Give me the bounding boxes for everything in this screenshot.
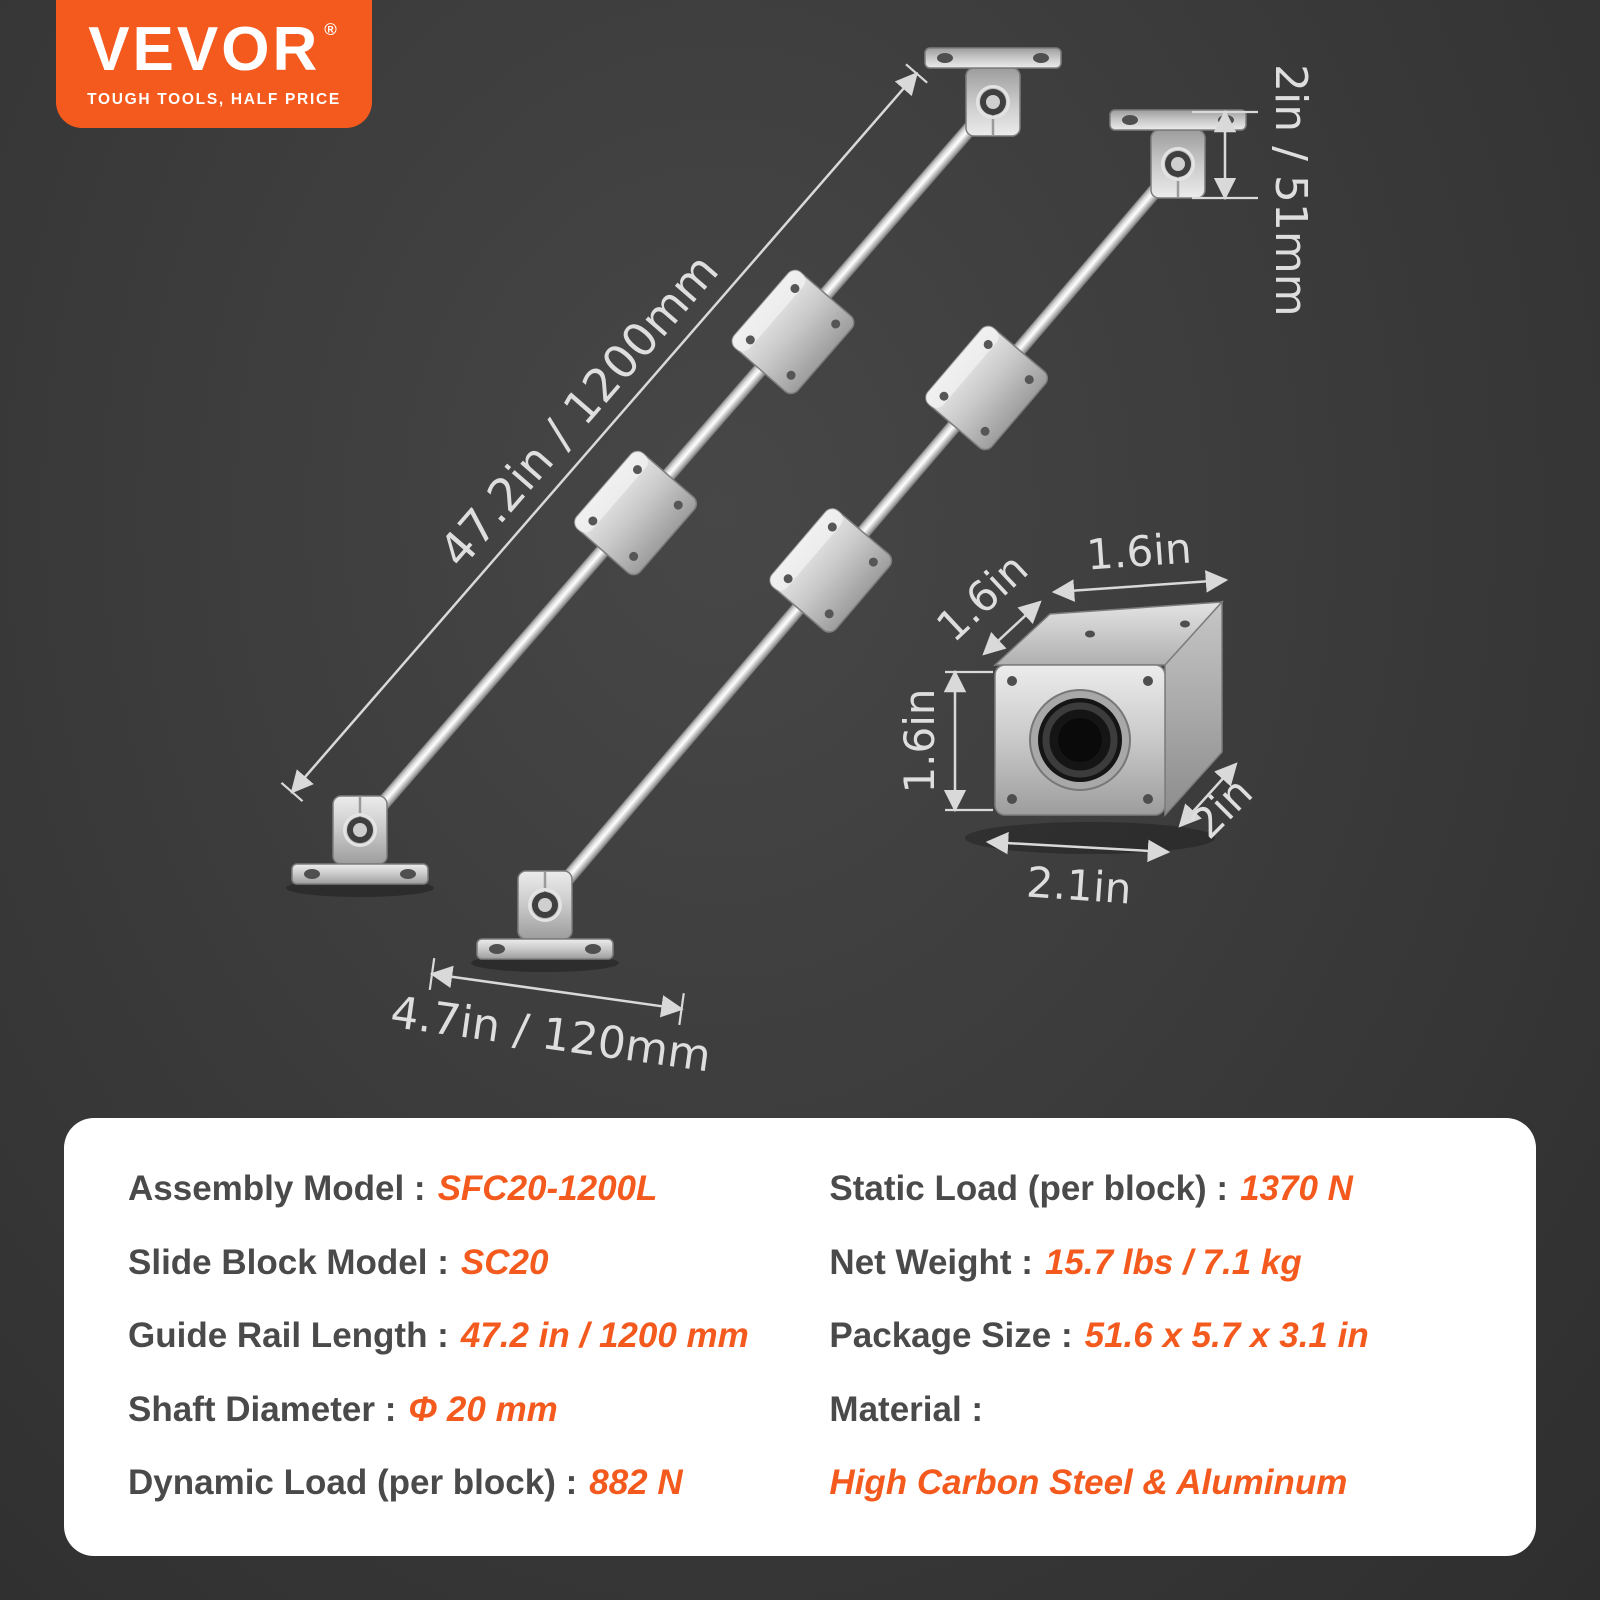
dim-bracket-height: 2in / 51mm — [1192, 64, 1316, 317]
spec-value: High Carbon Steel & Aluminum — [829, 1463, 1348, 1502]
spec-row-guide-rail-length: Guide Rail Length : 47.2 in / 1200 mm — [128, 1315, 783, 1357]
spec-column-left: Assembly Model : SFC20-1200L Slide Block … — [128, 1168, 783, 1504]
spec-row-net-weight: Net Weight : 15.7 lbs / 7.1 kg — [829, 1242, 1472, 1284]
spec-value: 882 N — [589, 1463, 683, 1502]
spec-value: 51.6 x 5.7 x 3.1 in — [1084, 1316, 1369, 1355]
dim-bracket-base: 4.7in / 120mm — [387, 958, 714, 1082]
spec-label: Net Weight : — [829, 1242, 1033, 1282]
spec-row-material-value: High Carbon Steel & Aluminum — [829, 1462, 1472, 1504]
spec-card: Assembly Model : SFC20-1200L Slide Block … — [64, 1118, 1536, 1556]
spec-label: Package Size : — [829, 1316, 1073, 1355]
spec-label: Assembly Model : — [128, 1169, 426, 1208]
slide-block — [925, 325, 1049, 451]
spec-row-slide-block-model: Slide Block Model : SC20 — [128, 1242, 783, 1284]
spec-value: 15.7 lbs / 7.1 kg — [1044, 1242, 1302, 1282]
spec-row-dynamic-load: Dynamic Load (per block) : 882 N — [128, 1462, 783, 1504]
dim-block-upper-depth-label: 1.6in — [927, 544, 1037, 652]
spec-row-package-size: Package Size : 51.6 x 5.7 x 3.1 in — [829, 1315, 1472, 1357]
spec-label: Material : — [829, 1389, 984, 1429]
spec-label: Static Load (per block) : — [829, 1169, 1229, 1208]
spec-value: 1370 N — [1240, 1169, 1353, 1208]
spec-label: Slide Block Model : — [128, 1242, 449, 1282]
dim-block-height-label: 1.6in — [895, 688, 944, 793]
registered-mark: ® — [324, 20, 340, 39]
linear-bearing-block-closeup: 1.6in 1.6in 1.6in 2.1in 2in — [895, 523, 1262, 913]
spec-value: Φ 20 mm — [408, 1389, 558, 1429]
spec-row-material-label: Material : — [829, 1389, 1472, 1431]
dim-bracket-base-label: 4.7in / 120mm — [387, 987, 714, 1082]
shaft-support-bracket — [471, 870, 619, 972]
product-illustration: 47.2in / 1200mm 4.7in / 120mm 2in / 51mm… — [280, 47, 1316, 1082]
spec-row-assembly-model: Assembly Model : SFC20-1200L — [128, 1168, 783, 1210]
spec-label: Guide Rail Length : — [128, 1316, 449, 1355]
shaft-support-bracket — [924, 47, 1062, 137]
brand-name: VEVOR — [88, 15, 321, 84]
spec-value: SFC20-1200L — [437, 1169, 658, 1208]
spec-label: Dynamic Load (per block) : — [128, 1463, 578, 1502]
brand-tagline: TOUGH TOOLS, HALF PRICE — [87, 91, 341, 108]
dim-rail-length: 47.2in / 1200mm — [280, 63, 928, 803]
spec-label: Shaft Diameter : — [128, 1389, 397, 1429]
shaft-support-bracket — [286, 795, 434, 897]
shaft-support-bracket — [1109, 109, 1247, 199]
dim-block-bottom-length-label: 2.1in — [1025, 857, 1133, 913]
dim-bracket-height-label: 2in / 51mm — [1265, 64, 1316, 317]
spec-value: 47.2 in / 1200 mm — [460, 1316, 749, 1355]
vevor-logo: VEVOR ® TOUGH TOOLS, HALF PRICE — [56, 0, 372, 128]
spec-column-right: Static Load (per block) : 1370 N Net Weig… — [829, 1168, 1472, 1504]
dim-block-top-label: 1.6in — [1085, 523, 1193, 579]
vevor-logo-text: VEVOR ® — [88, 19, 340, 81]
spec-value: SC20 — [460, 1242, 549, 1282]
spec-row-static-load: Static Load (per block) : 1370 N — [829, 1168, 1472, 1210]
spec-row-shaft-diameter: Shaft Diameter : Φ 20 mm — [128, 1389, 783, 1431]
